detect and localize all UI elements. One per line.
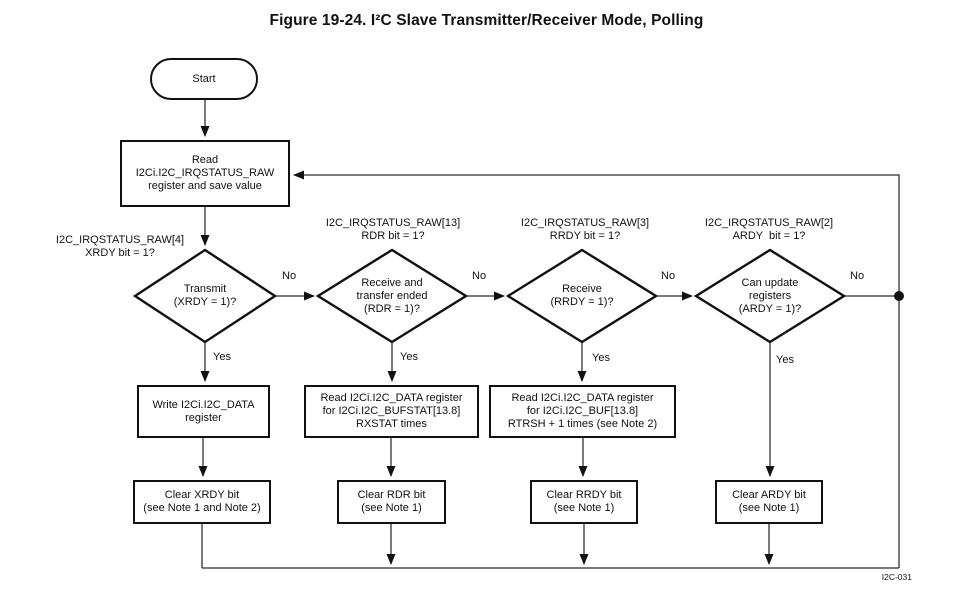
annotation-rdr-bit: I2C_IRQSTATUS_RAW[13] RDR bit = 1?	[325, 217, 461, 242]
clear-xrdy-node: Clear XRDY bit (see Note 1 and Note 2)	[133, 480, 271, 524]
decision-ardy-label: Can update registers (ARDY = 1)?	[738, 276, 802, 315]
write-data-node: Write I2Ci.I2C_DATA register	[137, 385, 270, 438]
edge-label-no-rrdy: No	[661, 270, 676, 282]
read-irqstatus-node: Read I2Ci.I2C_IRQSTATUS_RAW register and…	[120, 140, 290, 207]
decision-rrdy-label: Receive (RRDY = 1)?	[550, 283, 614, 308]
annotation-xrdy-bit: I2C_IRQSTATUS_RAW[4] XRDY bit = 1?	[55, 234, 185, 259]
decision-transmit-label: Transmit (XRDY = 1)?	[173, 283, 237, 308]
edge-label-no-transmit: No	[282, 270, 297, 282]
decision-rrdy-shape	[505, 248, 659, 344]
junction-dot	[894, 291, 904, 301]
decision-rdr-shape	[315, 248, 469, 344]
edge-label-no-ardy: No	[850, 270, 865, 282]
edge-label-yes-ardy: Yes	[776, 354, 794, 366]
edge-label-no-rdr: No	[472, 270, 487, 282]
edge-label-yes-transmit: Yes	[213, 351, 231, 363]
decision-rdr-label: Receive and transfer ended (RDR = 1)?	[356, 276, 428, 315]
figure-id: I2C-031	[881, 572, 912, 582]
annotation-rrdy-bit: I2C_IRQSTATUS_RAW[3] RRDY bit = 1?	[520, 217, 650, 242]
clear-rrdy-node: Clear RRDY bit (see Note 1)	[530, 480, 638, 524]
figure-title: Figure 19-24. I²C Slave Transmitter/Rece…	[269, 12, 704, 29]
edge-label-yes-rrdy: Yes	[592, 352, 610, 364]
read-data-rtrsh-node: Read I2Ci.I2C_DATA register for I2Ci.I2C…	[489, 385, 676, 438]
decision-ardy-shape	[693, 248, 847, 344]
start-node: Start	[150, 58, 258, 100]
read-data-rxstat-node: Read I2Ci.I2C_DATA register for I2Ci.I2C…	[304, 385, 479, 438]
decision-transmit-shape	[132, 248, 278, 344]
clear-rdr-node: Clear RDR bit (see Note 1)	[337, 480, 446, 524]
connector-feedback-loop	[293, 170, 900, 568]
edge-label-yes-rdr: Yes	[400, 351, 418, 363]
clear-ardy-node: Clear ARDY bit (see Note 1)	[715, 480, 823, 524]
annotation-ardy-bit: I2C_IRQSTATUS_RAW[2] ARDY bit = 1?	[704, 217, 834, 242]
flow-connectors	[198, 100, 900, 569]
